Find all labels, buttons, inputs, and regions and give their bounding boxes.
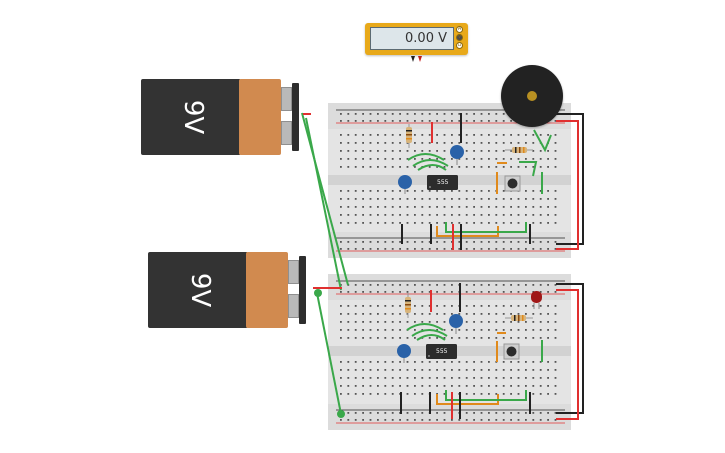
battery-terminal-positive[interactable]: [288, 260, 299, 284]
resistor-icon[interactable]: [405, 293, 411, 318]
mode-volts[interactable]: V: [456, 34, 463, 41]
ic-555-chip[interactable]: [427, 175, 458, 190]
battery-leads[interactable]: [301, 112, 349, 418]
battery-clip: [292, 83, 299, 151]
battery-label: 9V: [185, 272, 215, 308]
rail-wires-bottom[interactable]: [556, 283, 584, 420]
battery-cap: [246, 252, 288, 328]
multimeter-mode-dial[interactable]: A V Ω: [456, 26, 464, 52]
capacitor-icon[interactable]: [397, 344, 411, 363]
buzzer-icon[interactable]: [501, 65, 563, 127]
capacitor-icon[interactable]: [450, 145, 464, 165]
led-icon[interactable]: [531, 291, 542, 309]
mode-ohms[interactable]: Ω: [456, 42, 463, 49]
ic-555-chip[interactable]: [426, 344, 457, 359]
chip-label: 555: [437, 179, 449, 186]
battery-clip: [299, 256, 306, 324]
capacitor-icon[interactable]: [449, 314, 463, 334]
battery-cap: [239, 79, 281, 155]
multimeter-display: 0.00 V: [370, 27, 454, 50]
components-top[interactable]: [398, 113, 552, 250]
meter-probe-leads: [411, 56, 422, 62]
buzzer-center: [527, 91, 537, 101]
battery-9v-top[interactable]: 9V: [141, 79, 301, 155]
chip-label: 555: [436, 348, 448, 355]
pushbutton-icon[interactable]: [503, 343, 520, 360]
battery-terminal-negative[interactable]: [281, 121, 292, 145]
battery-label: 9V: [178, 99, 208, 135]
resistor-icon[interactable]: [505, 315, 533, 321]
components-bottom[interactable]: [397, 283, 543, 419]
rail-wires-top[interactable]: [556, 113, 584, 250]
battery-9v-bottom[interactable]: 9V: [148, 252, 308, 328]
capacitor-icon[interactable]: [398, 175, 412, 194]
resistor-icon[interactable]: [505, 147, 533, 153]
battery-body: 9V: [148, 252, 248, 328]
battery-terminal-positive[interactable]: [281, 87, 292, 111]
multimeter[interactable]: 0.00 V A V Ω: [365, 23, 468, 55]
mode-amps[interactable]: A: [456, 26, 463, 33]
battery-terminal-negative[interactable]: [288, 294, 299, 318]
battery-body: 9V: [141, 79, 241, 155]
pushbutton-icon[interactable]: [504, 175, 521, 192]
resistor-icon[interactable]: [406, 124, 412, 148]
